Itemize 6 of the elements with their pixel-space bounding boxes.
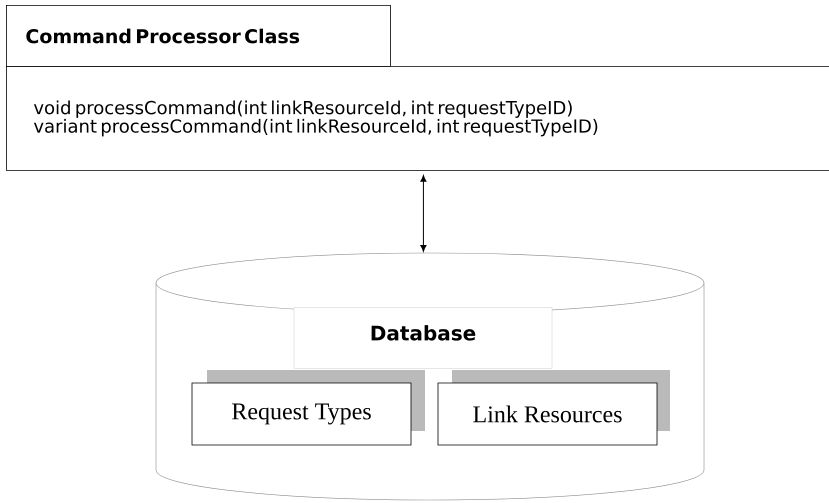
table-box: Request Types [192, 370, 425, 446]
class-body-box: void processCommand(int linkResourceId, int requestTypeID) variant processCommand(int linkResourceId, int requestTypeID) [6, 66, 829, 171]
table-box: Link Resources [438, 370, 670, 446]
class-header-tab: Command Processor Class [6, 4, 391, 67]
title-box: Database [294, 307, 552, 368]
arrow [420, 175, 426, 252]
